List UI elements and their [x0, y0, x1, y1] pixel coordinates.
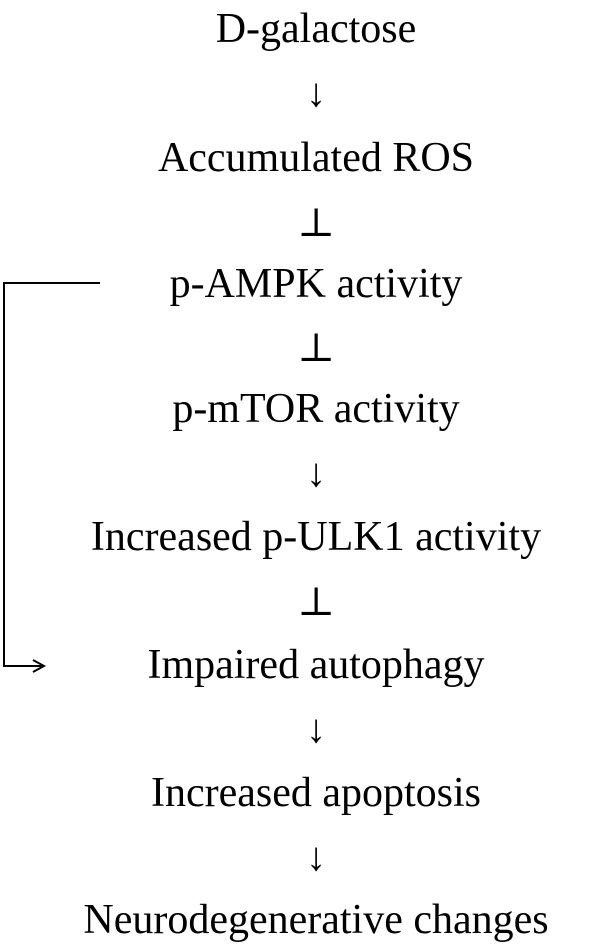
node-p-ampk-activity: p-AMPK activity [169, 261, 463, 307]
node-d-galactose: D-galactose [215, 6, 417, 52]
node-p-mtor-activity: p-mTOR activity [172, 386, 460, 432]
connector-arrow-2: ↓ [306, 450, 326, 495]
connector-arrow-4: ↓ [306, 834, 326, 879]
connector-inhibit-2: ⊥ [297, 325, 335, 370]
node-impaired-autophagy: Impaired autophagy [147, 642, 485, 688]
connector-arrow-1: ↓ [306, 70, 326, 115]
connector-inhibit-3: ⊥ [297, 579, 335, 624]
feedback-arrowhead-icon [32, 659, 47, 673]
connector-inhibit-1: ⊥ [297, 200, 335, 245]
node-neurodegenerative-changes: Neurodegenerative changes [83, 897, 549, 943]
node-increased-apoptosis: Increased apoptosis [150, 770, 482, 816]
node-increased-p-ulk1-activity: Increased p-ULK1 activity [90, 514, 542, 560]
node-accumulated-ros: Accumulated ROS [157, 135, 475, 181]
feedback-line [3, 282, 100, 667]
feedback-bracket [3, 282, 100, 673]
connector-arrow-3: ↓ [306, 706, 326, 751]
